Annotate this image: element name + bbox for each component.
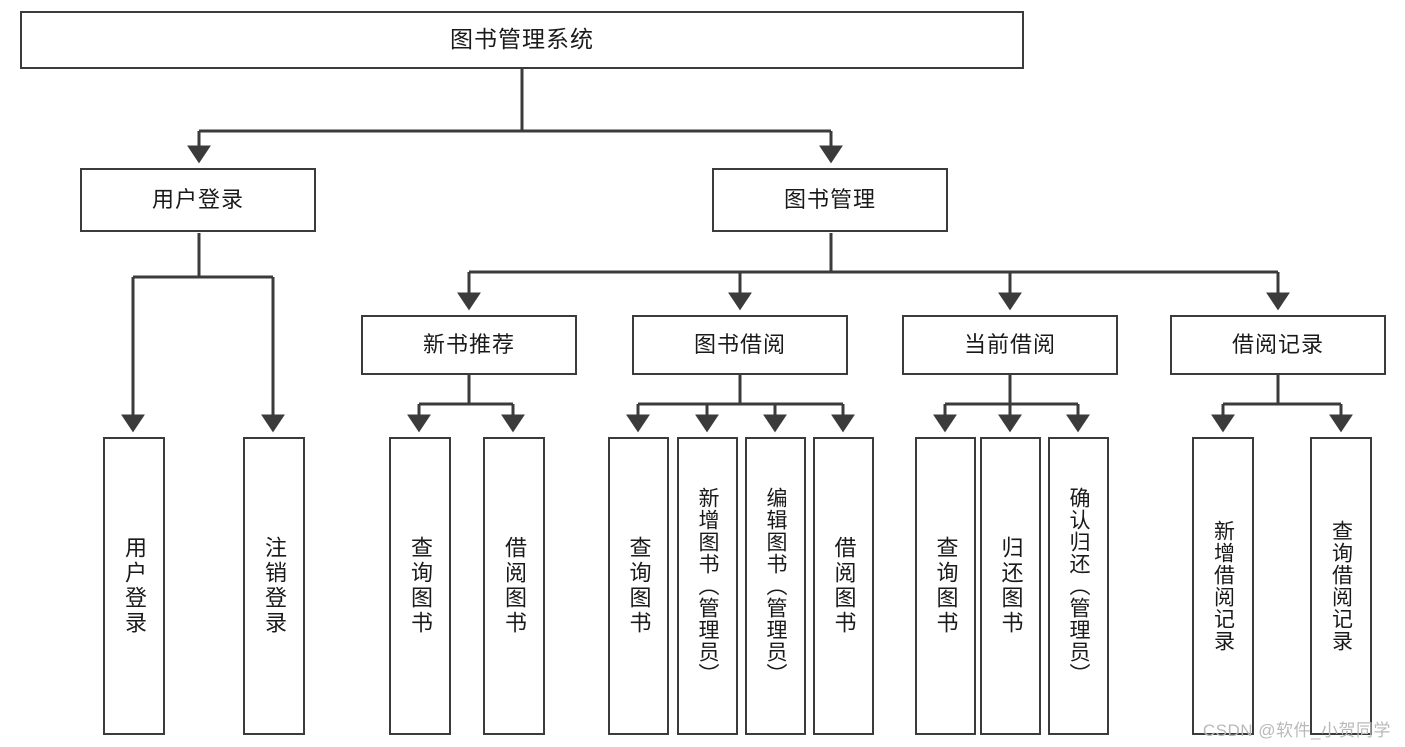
node-leaf-edit-book-admin[interactable]: 编辑图书（管理员） (745, 437, 806, 735)
node-leaf-logout-login[interactable]: 注销登录 (243, 437, 305, 735)
node-leaf-query-book-current[interactable]: 查询图书 (915, 437, 976, 735)
node-current-borrow[interactable]: 当前借阅 (902, 315, 1118, 375)
node-label: 编辑图书（管理员） (764, 487, 787, 685)
node-leaf-add-borrow-record[interactable]: 新增借阅记录 (1192, 437, 1254, 735)
node-label: 查询图书 (408, 536, 433, 636)
node-leaf-user-login[interactable]: 用户登录 (103, 437, 165, 735)
node-label: 图书借阅 (693, 331, 786, 357)
node-leaf-query-book-borrow[interactable]: 查询图书 (608, 437, 669, 735)
node-label: 图书管理系统 (450, 26, 594, 53)
node-label: 图书管理 (783, 186, 876, 212)
node-leaf-confirm-return-admin[interactable]: 确认归还（管理员） (1048, 437, 1109, 735)
node-label: 新增借阅记录 (1211, 520, 1235, 652)
node-label: 用户登录 (151, 186, 244, 212)
node-label: 借阅图书 (502, 536, 527, 636)
node-label: 查询图书 (626, 536, 652, 636)
node-label: 借阅图书 (831, 536, 857, 636)
node-label: 新增图书（管理员） (696, 487, 719, 685)
node-leaf-return-book[interactable]: 归还图书 (980, 437, 1041, 735)
node-label: 注销登录 (262, 536, 287, 636)
node-label: 用户登录 (122, 536, 147, 636)
node-label: 新书推荐 (422, 331, 515, 357)
node-book-management[interactable]: 图书管理 (712, 168, 948, 232)
node-label: 借阅记录 (1231, 331, 1324, 357)
node-label: 查询借阅记录 (1329, 520, 1353, 652)
csdn-watermark: CSDN @软件_小贺同学 (1202, 721, 1391, 740)
node-leaf-query-borrow-record[interactable]: 查询借阅记录 (1310, 437, 1372, 735)
node-leaf-borrow-book-recommend[interactable]: 借阅图书 (483, 437, 545, 735)
node-leaf-query-book-recommend[interactable]: 查询图书 (389, 437, 451, 735)
node-user-login[interactable]: 用户登录 (80, 168, 316, 232)
node-label: 查询图书 (933, 536, 959, 636)
node-leaf-add-book-admin[interactable]: 新增图书（管理员） (677, 437, 738, 735)
node-leaf-borrow-book[interactable]: 借阅图书 (813, 437, 874, 735)
node-book-management-system[interactable]: 图书管理系统 (20, 11, 1024, 69)
node-new-book-recommend[interactable]: 新书推荐 (361, 315, 577, 375)
node-label: 归还图书 (998, 536, 1024, 636)
node-borrow-record[interactable]: 借阅记录 (1170, 315, 1386, 375)
node-book-borrow[interactable]: 图书借阅 (632, 315, 848, 375)
node-label: 确认归还（管理员） (1067, 487, 1090, 685)
node-label: 当前借阅 (963, 331, 1056, 357)
